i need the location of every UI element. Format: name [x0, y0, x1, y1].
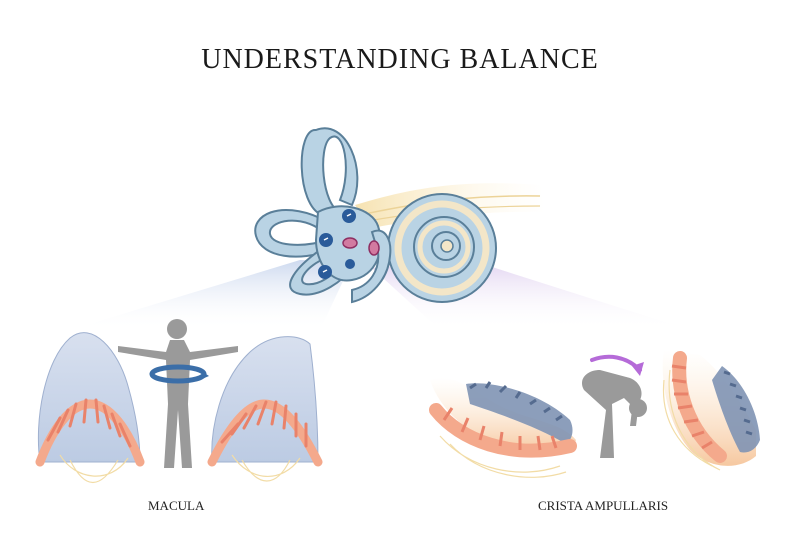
cochlea	[387, 193, 497, 303]
human-figure-icon	[118, 319, 238, 468]
crista-right	[662, 350, 760, 471]
ampullae	[318, 209, 356, 279]
utricle	[342, 237, 358, 249]
label-macula: MACULA	[148, 498, 205, 513]
rotation-arrow-icon	[590, 354, 644, 376]
macula-left	[35, 332, 145, 484]
macula-panel	[35, 319, 323, 484]
inner-ear-illustration	[254, 127, 497, 304]
rotation-belt-icon	[149, 364, 209, 384]
crista-left	[429, 377, 577, 478]
label-crista-ampullaris: CRISTA AMPULLARIS	[538, 498, 669, 513]
bending-figure-icon	[581, 370, 647, 458]
page-title: UNDERSTANDING BALANCE	[201, 44, 599, 75]
macula-right	[207, 336, 323, 482]
saccule	[368, 240, 380, 256]
crista-panel	[429, 350, 760, 478]
beam-left	[70, 260, 352, 330]
